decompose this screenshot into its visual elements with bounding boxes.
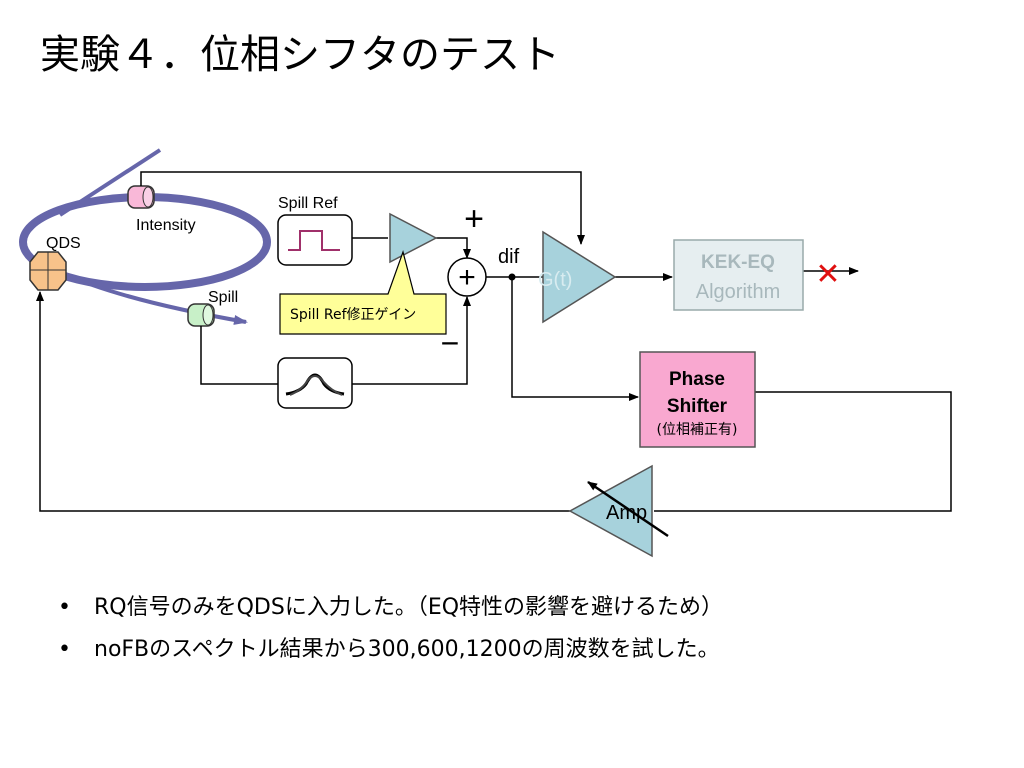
intensity-monitor-icon	[127, 185, 155, 209]
amp-label: Amp	[606, 502, 647, 524]
summing-junction-symbol: +	[458, 261, 476, 294]
spill-waveform-box	[277, 357, 353, 409]
spill-monitor-icon	[187, 303, 215, 327]
kekeq-subtitle: Algorithm	[696, 281, 780, 303]
bullet-marker: •	[58, 595, 71, 620]
spill-ref-generator	[277, 214, 353, 266]
amp-triangle	[568, 464, 653, 558]
spill-ref-gain-callout	[279, 249, 447, 335]
gt-filter-triangle	[542, 230, 617, 324]
dif-junction-dot	[508, 273, 516, 281]
intensity-label: Intensity	[136, 217, 196, 234]
kekeq-algorithm-box	[673, 239, 804, 311]
phase-shifter-note: (位相補正有)	[657, 422, 738, 438]
gt-label: G(t)	[538, 269, 572, 291]
spill-ref-label: Spill Ref	[278, 195, 338, 212]
spill-ref-gain-amp	[389, 212, 438, 264]
dif-label: dif	[498, 246, 520, 268]
bullet-item: • RQ信号のみをQDSに入力した。（EQ特性の影響を避けるため）	[58, 592, 723, 634]
qds-label: QDS	[46, 235, 81, 252]
minus-sign: −	[441, 325, 460, 361]
bullet-text: noFBのスペクトル結果から300,600,1200の周波数を試した。	[94, 637, 720, 662]
bullet-text: RQ信号のみをQDSに入力した。（EQ特性の影響を避けるため）	[94, 595, 724, 620]
phase-shifter-line2: Shifter	[667, 396, 728, 417]
qds-kicker-icon	[29, 251, 67, 291]
slide-title: 実験４．位相シフタのテスト	[40, 32, 560, 78]
bullet-item: • noFBのスペクトル結果から300,600,1200の周波数を試した。	[58, 634, 723, 676]
bullet-list: • RQ信号のみをQDSに入力した。（EQ特性の影響を避けるため） • noFBのス…	[58, 592, 723, 676]
kekeq-title: KEK-EQ	[701, 252, 775, 273]
summing-junction	[447, 257, 487, 297]
spill-label: Spill	[208, 289, 238, 306]
signal-wires	[36, 171, 952, 512]
phase-shifter-line1: Phase	[669, 369, 725, 390]
phase-shifter-box	[639, 351, 756, 448]
plus-sign: +	[464, 200, 484, 238]
spill-ref-gain-label: Spill Ref修正ゲイン	[290, 307, 416, 323]
disabled-x-icon: ✕	[815, 258, 840, 291]
amp-gain-adjust-arrow	[587, 480, 669, 538]
bullet-marker: •	[58, 637, 71, 662]
